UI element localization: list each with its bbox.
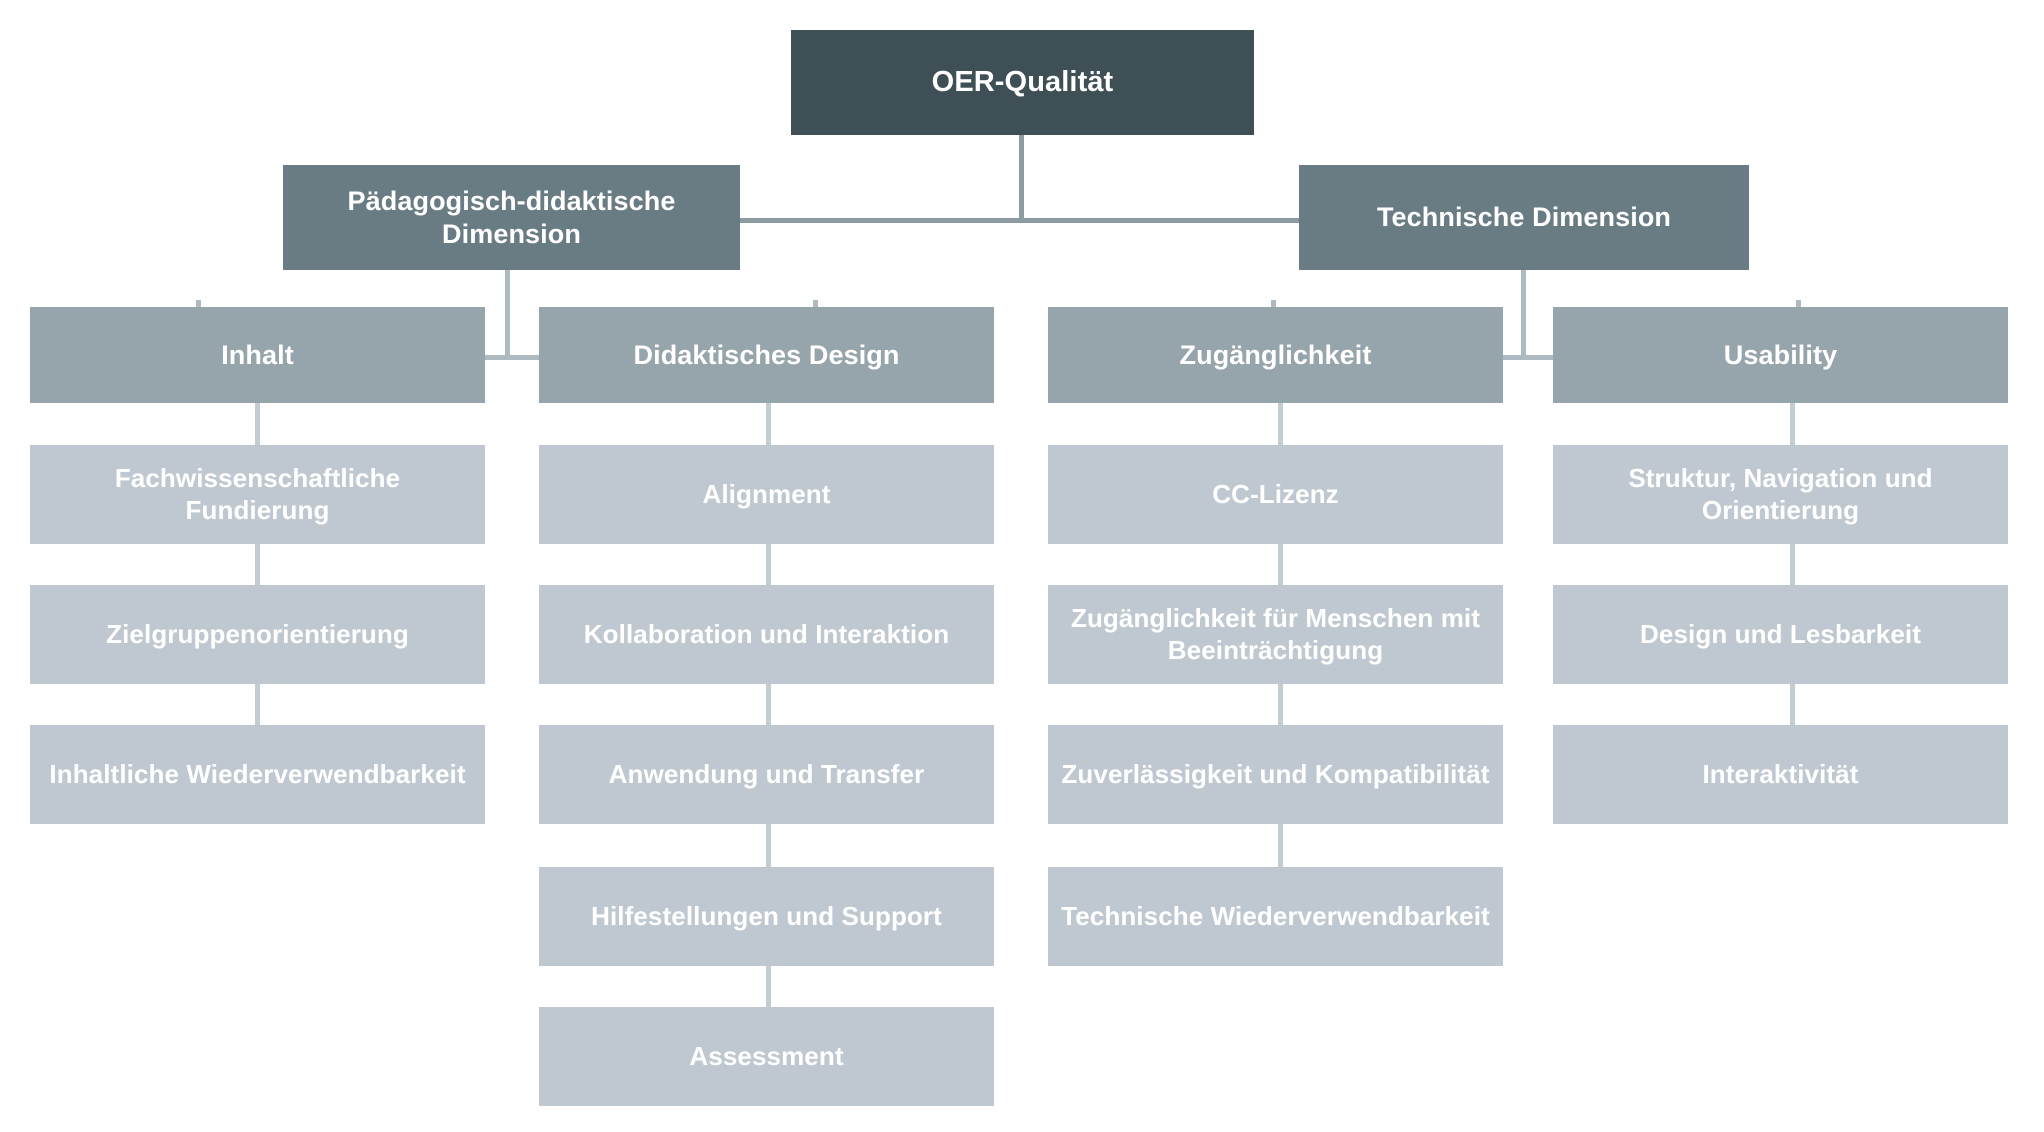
node-assessment[interactable]: Assessment bbox=[539, 1007, 994, 1106]
node-technische-wiederverwendbarkeit[interactable]: Technische Wiederverwendbarkeit bbox=[1048, 867, 1503, 966]
node-oer-qualitaet[interactable]: OER-Qualität bbox=[791, 30, 1254, 135]
node-inhaltliche-wiederverwendbarkeit[interactable]: Inhaltliche Wiederverwendbarkeit bbox=[30, 725, 485, 824]
connector-dim-right-stem bbox=[1521, 270, 1526, 360]
node-zielgruppenorientierung[interactable]: Zielgruppenorientierung bbox=[30, 585, 485, 684]
node-cc-lizenz[interactable]: CC-Lizenz bbox=[1048, 445, 1503, 544]
connector-dim-left-stem bbox=[505, 270, 510, 360]
node-struktur-navigation-und-orientierung[interactable]: Struktur, Navigation und Orientierung bbox=[1553, 445, 2008, 544]
node-fachwissenschaftliche-fundierung[interactable]: Fachwissenschaftliche Fundierung bbox=[30, 445, 485, 544]
node-didaktisches-design[interactable]: Didaktisches Design bbox=[539, 307, 994, 403]
connector-root-stem bbox=[1019, 135, 1024, 222]
node-kollaboration-und-interaktion[interactable]: Kollaboration und Interaktion bbox=[539, 585, 994, 684]
node-zuverlaessigkeit-und-kompatibilitaet[interactable]: Zuverlässigkeit und Kompatibilität bbox=[1048, 725, 1503, 824]
node-technische-dimension[interactable]: Technische Dimension bbox=[1299, 165, 1749, 270]
node-zugaenglichkeit-fuer-menschen-mit-beeintraechtigung[interactable]: Zugänglichkeit für Menschen mit Beeinträ… bbox=[1048, 585, 1503, 684]
connector-dim-left-bus bbox=[196, 355, 818, 360]
connector-root-bus bbox=[740, 218, 1300, 223]
node-inhalt[interactable]: Inhalt bbox=[30, 307, 485, 403]
node-usability[interactable]: Usability bbox=[1553, 307, 2008, 403]
node-hilfestellungen-und-support[interactable]: Hilfestellungen und Support bbox=[539, 867, 994, 966]
connector-dim-right-bus bbox=[1271, 355, 1801, 360]
node-design-und-lesbarkeit[interactable]: Design und Lesbarkeit bbox=[1553, 585, 2008, 684]
node-interaktivitaet[interactable]: Interaktivität bbox=[1553, 725, 2008, 824]
node-paedagogisch-didaktische-dimension[interactable]: Pädagogisch-didaktische Dimension bbox=[283, 165, 740, 270]
node-zugaenglichkeit[interactable]: Zugänglichkeit bbox=[1048, 307, 1503, 403]
node-anwendung-und-transfer[interactable]: Anwendung und Transfer bbox=[539, 725, 994, 824]
node-alignment[interactable]: Alignment bbox=[539, 445, 994, 544]
